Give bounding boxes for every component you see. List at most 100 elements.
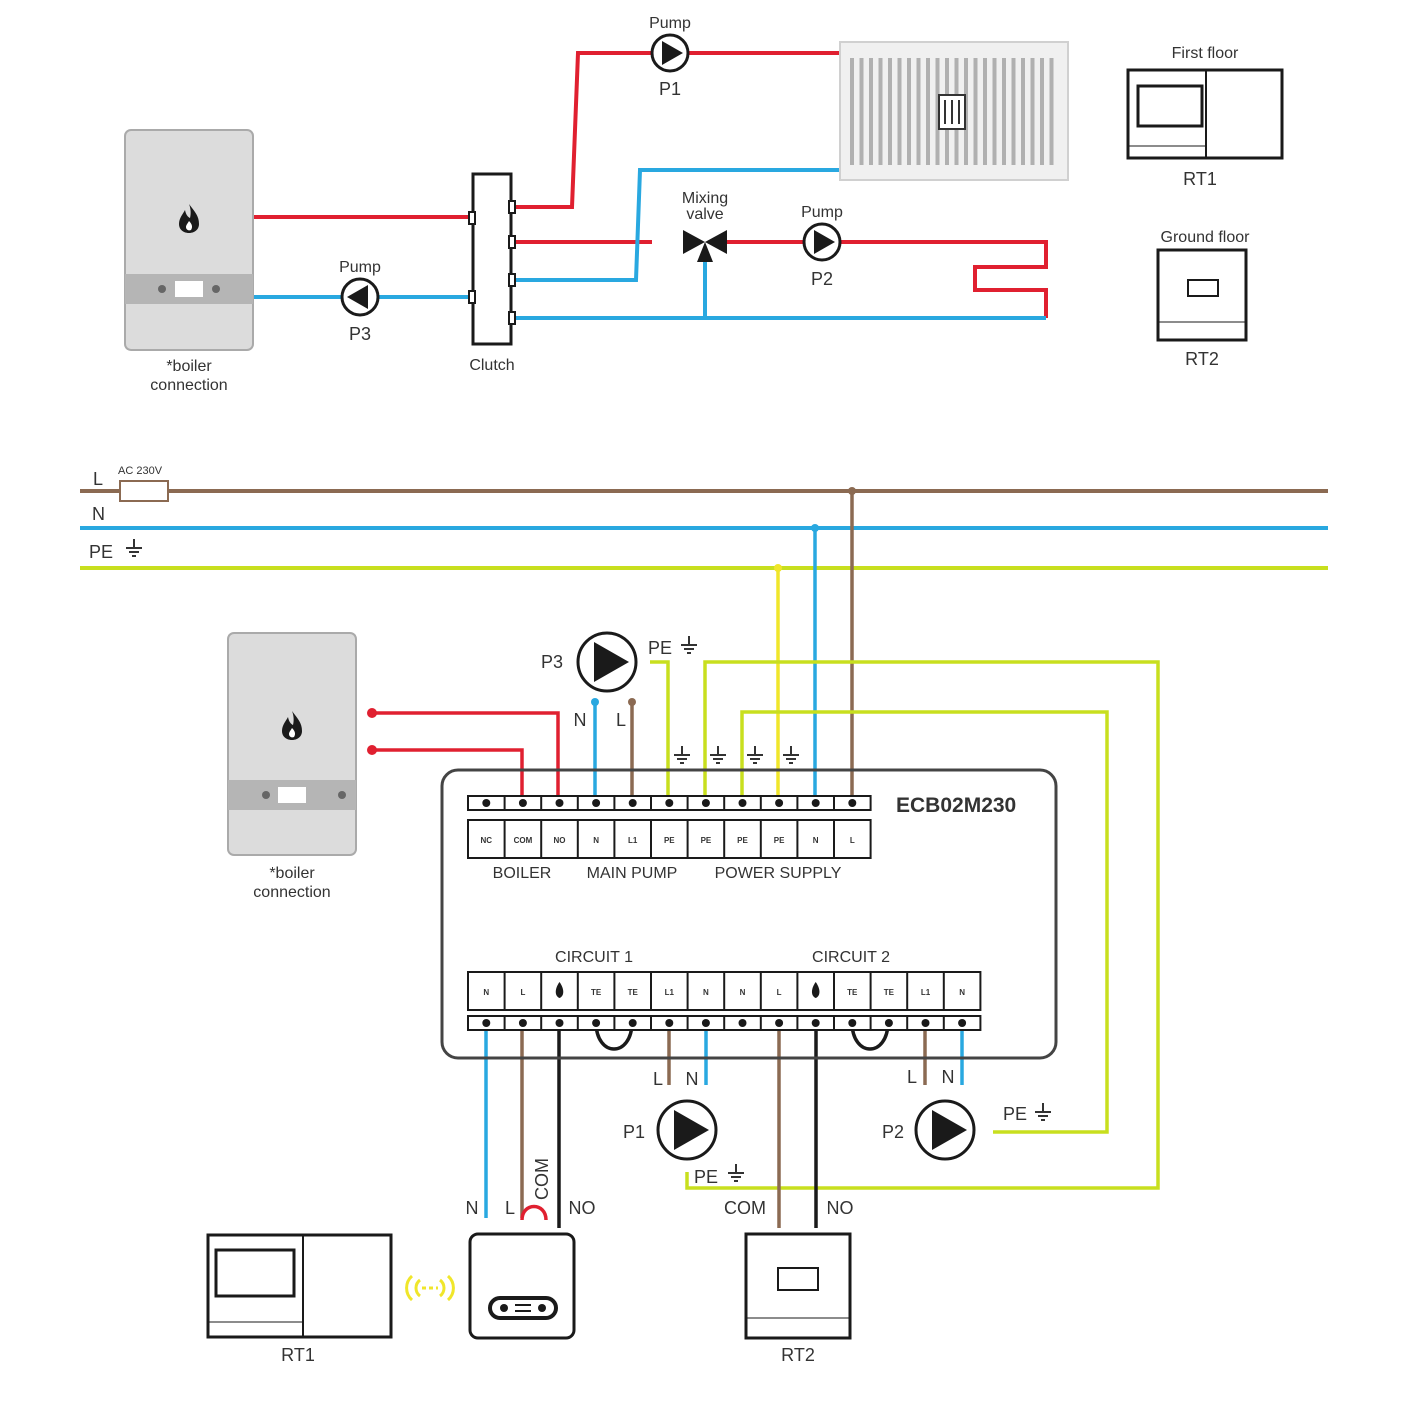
fuse-label: AC 230V (118, 465, 163, 477)
ground-icon (727, 1163, 745, 1182)
terminal-screw (665, 1019, 674, 1027)
rt2-no-label: NO (827, 1198, 854, 1218)
mixing-valve-icon (683, 230, 727, 262)
pump-p3-icon (340, 277, 380, 317)
terminal-label: L1 (665, 988, 675, 997)
group-label-boiler: BOILER (493, 865, 552, 882)
thermostat-rt2-bottom (744, 1232, 852, 1340)
controller-housing (440, 768, 1058, 1060)
p3-l-label: L (616, 710, 626, 730)
rt2-top-caption: Ground floor (1161, 229, 1251, 246)
boiler-top-label-2: connection (150, 377, 227, 394)
rt1-top-id: RT1 (1183, 169, 1217, 189)
ground-icon (782, 745, 800, 764)
clutch (468, 172, 516, 346)
connection-dots (367, 487, 856, 755)
pump-p1-icon (656, 1099, 718, 1161)
module-no-label: NO (569, 1198, 596, 1218)
terminal-label: NO (554, 836, 566, 845)
terminal-screw (518, 1019, 527, 1027)
terminal-screw (848, 1019, 857, 1027)
module-n-label: N (466, 1198, 479, 1218)
pump-p3-id: P3 (349, 324, 371, 344)
boiler-unit-bottom (227, 632, 357, 856)
terminal-label: N (483, 988, 489, 997)
terminal-screw (592, 799, 601, 807)
module-com-label: COM (532, 1158, 552, 1200)
bus-n-label: N (92, 504, 105, 524)
ground-icon (709, 745, 727, 764)
terminal-screw (665, 799, 674, 807)
p3-n-label: N (574, 710, 587, 730)
pump-p2-icon (802, 222, 842, 262)
clutch-label: Clutch (469, 357, 514, 374)
terminal-screw (518, 799, 527, 807)
terminal-screw (555, 1019, 564, 1027)
terminal-label: L (777, 988, 782, 997)
pump-p2-caption: Pump (801, 204, 843, 221)
p3-pe-label: PE (648, 638, 672, 658)
boiler-unit-top (124, 129, 254, 351)
terminal-screw (921, 1019, 930, 1027)
ground-icon (673, 745, 691, 764)
terminal-screw (775, 1019, 784, 1027)
boiler-top-label-1: *boiler (166, 358, 212, 375)
ground-icon (680, 635, 698, 654)
mixing-valve-label-2: valve (686, 206, 723, 223)
terminal-screw (775, 799, 784, 807)
terminal-label: TE (884, 988, 895, 997)
terminal-label: TE (591, 988, 602, 997)
pump-p1-icon (650, 33, 690, 73)
fuse (119, 480, 169, 502)
bus-pe-label: PE (89, 542, 113, 562)
pump-p3-icon (576, 631, 638, 693)
terminal-label: PE (664, 836, 675, 845)
power-bus (80, 489, 1328, 570)
pump-p3-caption: Pump (339, 259, 381, 276)
terminal-label: COM (514, 836, 533, 845)
pump-p1-caption: Pump (649, 15, 691, 32)
terminal-label: PE (774, 836, 785, 845)
pump-p1-id: P1 (659, 79, 681, 99)
terminal-label: N (740, 988, 746, 997)
circuit-2-label: CIRCUIT 2 (812, 949, 890, 966)
ground-icon (125, 538, 143, 557)
radiator (839, 41, 1069, 181)
drop-icon (811, 982, 820, 998)
terminal-screw (738, 1019, 747, 1027)
terminal-screw (848, 799, 857, 807)
terminal-screw (592, 1019, 601, 1027)
terminal-screw (628, 1019, 637, 1027)
terminal-label: N (959, 988, 965, 997)
terminal-label: TE (628, 988, 639, 997)
thermostat-rt1-bottom (206, 1233, 393, 1339)
p1-l-label: L (653, 1069, 663, 1089)
terminal-label: N (813, 836, 819, 845)
wireless-signal-icon (405, 1274, 455, 1302)
terminal-screw (482, 799, 491, 807)
terminal-label: L1 (628, 836, 638, 845)
electrical-wiring (372, 491, 1160, 1228)
rt2-top-id: RT2 (1185, 349, 1219, 369)
ground-icon (1034, 1102, 1052, 1121)
terminal-label: TE (847, 988, 858, 997)
hydraulic-pipes (253, 51, 1048, 320)
p3-id: P3 (541, 652, 563, 672)
terminal-screw (555, 799, 564, 807)
drop-icon (555, 982, 564, 998)
terminal-label: L (520, 988, 525, 997)
rt1-bottom-id: RT1 (281, 1345, 315, 1365)
terminal-screw (811, 1019, 820, 1027)
terminal-screw (482, 1019, 491, 1027)
mixing-valve-label-1: Mixing (682, 190, 728, 207)
p1-pe-label: PE (694, 1167, 718, 1187)
bus-l-label: L (93, 469, 103, 489)
group-label-power-supply: POWER SUPPLY (715, 865, 842, 882)
terminal-label: N (703, 988, 709, 997)
terminal-label: L1 (921, 988, 931, 997)
boiler-bottom-label-1: *boiler (269, 865, 315, 882)
thermostat-rt1-top (1126, 68, 1284, 160)
rt2-com-label: COM (724, 1198, 766, 1218)
